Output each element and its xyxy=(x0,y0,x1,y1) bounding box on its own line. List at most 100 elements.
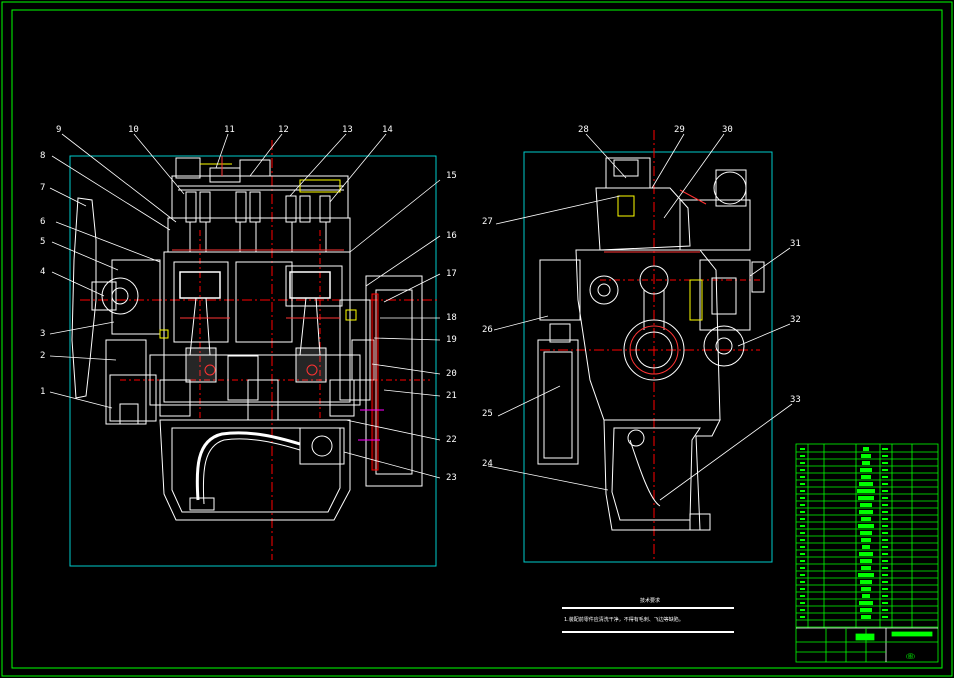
parts-list-qty xyxy=(882,609,888,611)
parts-list-qty xyxy=(882,518,888,520)
callout-2: 2 xyxy=(40,351,45,361)
parts-list-qty xyxy=(882,560,888,562)
parts-list-qty xyxy=(882,539,888,541)
callout-32: 32 xyxy=(790,315,801,325)
parts-list-entry xyxy=(859,601,873,605)
callout-33: 33 xyxy=(790,395,801,405)
parts-list-qty xyxy=(882,511,888,513)
parts-list-qty xyxy=(882,588,888,590)
callout-1: 1 xyxy=(40,387,45,397)
callout-22: 22 xyxy=(446,435,457,445)
parts-list-entry xyxy=(861,587,871,591)
parts-list-index xyxy=(800,448,805,450)
side-view-leaders xyxy=(487,133,793,501)
parts-list-qty xyxy=(882,497,888,499)
parts-list-index xyxy=(800,595,805,597)
parts-list-qty xyxy=(882,483,888,485)
callout-16: 16 xyxy=(446,231,457,241)
parts-list-qty xyxy=(882,532,888,534)
parts-list-qty xyxy=(882,602,888,604)
parts-list-index xyxy=(800,511,805,513)
callout-28: 28 xyxy=(578,125,589,135)
parts-list-qty xyxy=(882,448,888,450)
callout-7: 7 xyxy=(40,183,45,193)
parts-list-qty xyxy=(882,567,888,569)
tech-requirements-title: 技术要求 xyxy=(640,597,660,604)
callout-15: 15 xyxy=(446,171,457,181)
parts-list-entry xyxy=(859,552,873,556)
parts-list-entry xyxy=(863,447,869,451)
callout-19: 19 xyxy=(446,335,457,345)
callout-13: 13 xyxy=(342,125,353,135)
parts-list-entry xyxy=(861,454,871,458)
parts-list-entry xyxy=(859,510,873,514)
parts-list-index xyxy=(800,483,805,485)
parts-list-entry xyxy=(862,545,870,549)
parts-list-qty xyxy=(882,581,888,583)
parts-list-entry xyxy=(861,615,871,619)
callout-12: 12 xyxy=(278,125,289,135)
parts-list-entry xyxy=(858,496,874,500)
tech-requirements xyxy=(562,607,734,633)
parts-list-index xyxy=(800,616,805,618)
callout-11: 11 xyxy=(224,125,235,135)
callout-25: 25 xyxy=(482,409,493,419)
callout-3: 3 xyxy=(40,329,45,339)
callout-24: 24 xyxy=(482,459,493,469)
parts-list-entry xyxy=(861,538,871,542)
parts-list-index xyxy=(800,560,805,562)
parts-list-qty xyxy=(882,455,888,457)
front-view xyxy=(71,140,440,560)
parts-list-entry xyxy=(862,594,870,598)
parts-list-qty xyxy=(882,525,888,527)
parts-list-index xyxy=(800,469,805,471)
callout-21: 21 xyxy=(446,391,457,401)
title-block xyxy=(795,443,939,663)
parts-list-index xyxy=(800,525,805,527)
parts-list-entry xyxy=(860,503,872,507)
parts-list-entry xyxy=(858,573,874,577)
parts-list-entry xyxy=(859,482,873,486)
parts-list-index xyxy=(800,602,805,604)
callout-30: 30 xyxy=(722,125,733,135)
parts-list-entry xyxy=(860,559,872,563)
parts-list-entry xyxy=(862,461,870,465)
title-block-scale-note: (图) xyxy=(906,654,915,660)
parts-list-entry xyxy=(860,468,872,472)
callout-29: 29 xyxy=(674,125,685,135)
parts-list-index xyxy=(800,455,805,457)
callout-31: 31 xyxy=(790,239,801,249)
parts-list-entry xyxy=(861,517,871,521)
parts-list-entry xyxy=(860,580,872,584)
callout-6: 6 xyxy=(40,217,45,227)
parts-list-entry xyxy=(860,531,872,535)
parts-list-index xyxy=(800,532,805,534)
callout-14: 14 xyxy=(382,125,393,135)
parts-list-index xyxy=(800,497,805,499)
callout-10: 10 xyxy=(128,125,139,135)
front-view-leaders xyxy=(49,133,441,479)
parts-list-qty xyxy=(882,462,888,464)
parts-list-index xyxy=(800,476,805,478)
callout-18: 18 xyxy=(446,313,457,323)
parts-list-index xyxy=(800,462,805,464)
parts-list-index xyxy=(800,490,805,492)
parts-list-qty xyxy=(882,546,888,548)
callout-4: 4 xyxy=(40,267,45,277)
parts-list-entry xyxy=(857,489,875,493)
parts-list-index xyxy=(800,504,805,506)
parts-list-qty xyxy=(882,504,888,506)
callout-26: 26 xyxy=(482,325,493,335)
parts-list-entry xyxy=(861,566,871,570)
parts-list-index xyxy=(800,518,805,520)
callout-8: 8 xyxy=(40,151,45,161)
parts-list-qty xyxy=(882,574,888,576)
parts-list-qty xyxy=(882,553,888,555)
parts-list-index xyxy=(800,553,805,555)
front-view-viewport xyxy=(69,155,437,567)
tech-requirements-line: 1.装配前零件应清洗干净，不得有毛刺、飞边等缺陷。 xyxy=(564,616,684,623)
